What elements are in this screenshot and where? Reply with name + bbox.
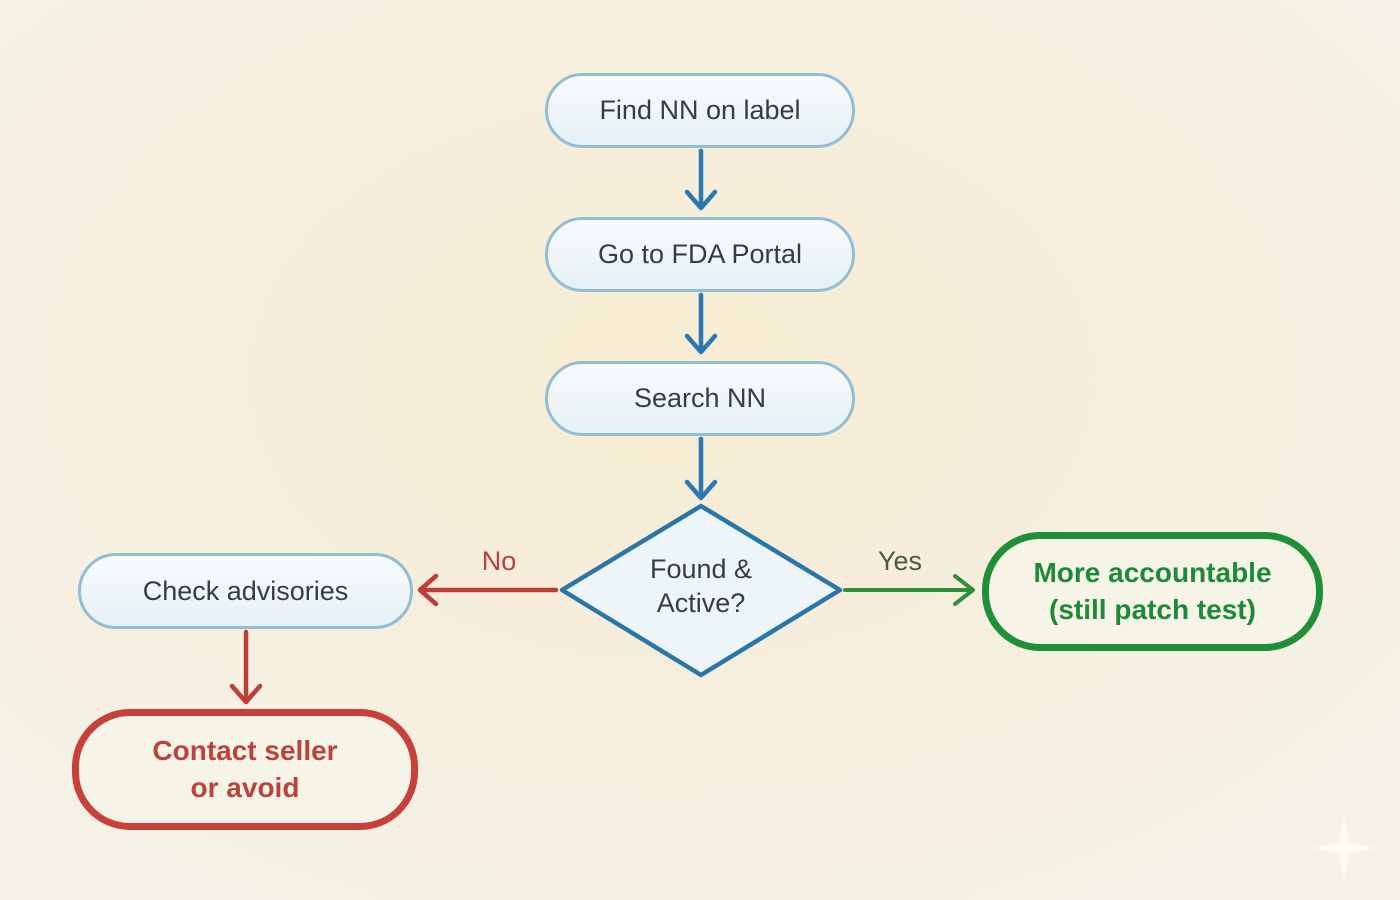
arrow-yes-to-accountable bbox=[843, 574, 975, 606]
node-contact-seller-or-avoid: Contact seller or avoid bbox=[72, 709, 418, 830]
node-find-nn-on-label-text: Find NN on label bbox=[599, 95, 801, 126]
arrow-advisories-to-contact bbox=[229, 629, 263, 705]
arrow-find-to-portal bbox=[684, 148, 718, 211]
watermark-sparkle-icon bbox=[1312, 816, 1376, 880]
node-go-to-fda-portal-text: Go to FDA Portal bbox=[597, 239, 803, 270]
node-more-accountable: More accountable (still patch test) bbox=[982, 532, 1323, 651]
decision-found-active-label: Found & Active? bbox=[649, 554, 753, 618]
node-contact-seller-or-avoid-text: Contact seller or avoid bbox=[152, 735, 338, 803]
node-search-nn: Search NN bbox=[545, 361, 855, 436]
edge-label-yes: Yes bbox=[877, 546, 923, 576]
node-find-nn-on-label: Find NN on label bbox=[545, 73, 855, 148]
node-go-to-fda-portal: Go to FDA Portal bbox=[545, 217, 855, 292]
edge-label-no: No bbox=[481, 546, 517, 576]
arrow-no-to-advisories bbox=[417, 573, 559, 607]
node-check-advisories: Check advisories bbox=[78, 553, 413, 629]
arrow-search-to-decision bbox=[684, 436, 718, 501]
node-search-nn-text: Search NN bbox=[633, 383, 767, 414]
arrow-portal-to-search bbox=[684, 292, 718, 355]
node-check-advisories-text: Check advisories bbox=[142, 575, 349, 606]
node-more-accountable-text: More accountable (still patch test) bbox=[1033, 557, 1272, 625]
